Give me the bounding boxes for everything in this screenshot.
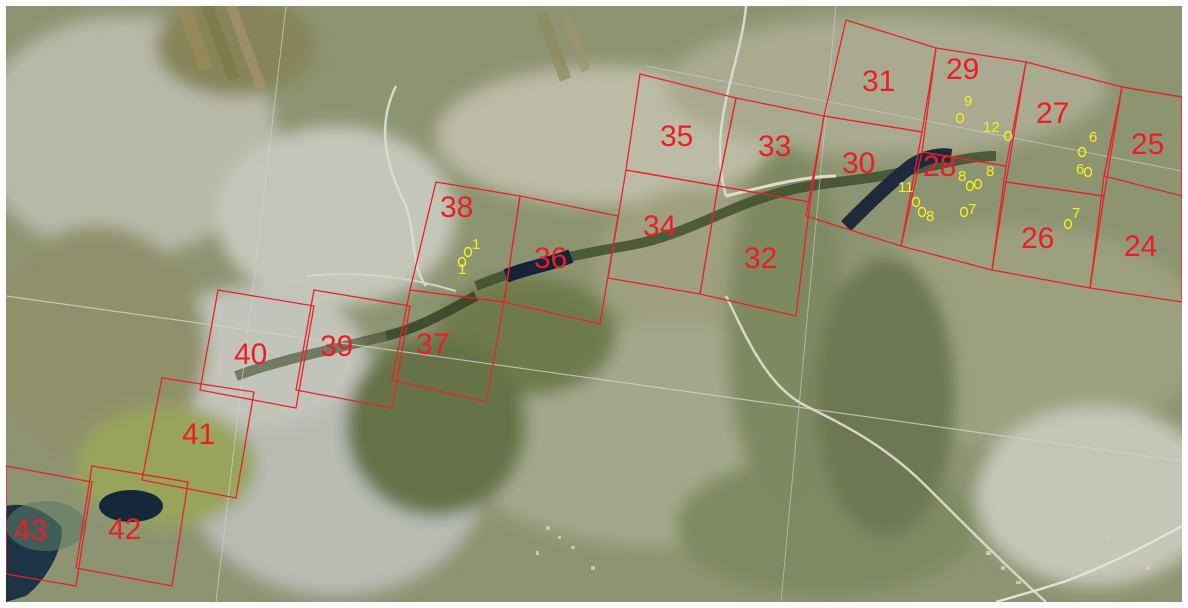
grid-cell-outline — [409, 181, 521, 303]
site-marker-label: 9 — [964, 93, 972, 110]
grid-cell-label: 41 — [182, 418, 215, 451]
site-marker: 7 — [959, 201, 976, 218]
grid-cell-40: 40 — [199, 289, 315, 409]
site-marker-circle — [959, 206, 969, 218]
grid-cell-outline — [141, 377, 255, 499]
grid-cell-label: 29 — [946, 53, 979, 86]
grid-cell-26: 26 — [991, 181, 1105, 289]
site-marker-circle — [965, 180, 975, 192]
grid-cell-outline — [1005, 61, 1123, 197]
site-marker: 1 — [463, 236, 480, 258]
grid-cell-30: 30 — [805, 115, 923, 247]
grid-cell-outline — [75, 465, 189, 587]
site-marker-circle — [1003, 130, 1013, 142]
site-marker-circle — [457, 256, 467, 268]
terrain-layer — [6, 6, 1182, 602]
site-marker-circle — [917, 206, 927, 218]
grid-cell-29: 29 — [921, 47, 1027, 167]
site-marker-circle — [1077, 146, 1087, 158]
grid-cell-35: 35 — [625, 73, 737, 187]
grid-cell-25: 25 — [1103, 86, 1182, 197]
site-marker-circle — [1063, 218, 1073, 230]
site-marker-label: 1 — [458, 261, 466, 278]
site-marker-label: 6 — [1076, 161, 1084, 178]
site-marker: 6 — [1077, 129, 1097, 158]
grid-cell-outline — [823, 19, 937, 133]
grid-cell-41: 41 — [141, 377, 255, 499]
site-marker-circle — [955, 112, 965, 124]
grid-cell-label: 30 — [842, 147, 875, 180]
site-marker: 12 — [983, 119, 1013, 142]
site-marker: 9 — [955, 93, 972, 124]
site-marker-circle — [973, 178, 983, 190]
grid-cell-label: 43 — [14, 514, 47, 547]
site-marker: 11 — [898, 179, 921, 208]
map-canvas: 2425262728293031323334353637383940414243… — [6, 6, 1182, 602]
site-marker-label: 8 — [986, 163, 994, 180]
grid-cell-39: 39 — [295, 289, 411, 409]
grid-cell-label: 27 — [1036, 97, 1069, 130]
site-marker-label: 6 — [1089, 129, 1097, 146]
site-marker-circle — [1083, 166, 1093, 178]
site-marker-label: 7 — [1072, 205, 1080, 222]
site-marker: 8 — [917, 206, 934, 225]
site-marker-label: 12 — [983, 119, 1000, 136]
site-marker-label: 11 — [898, 179, 914, 196]
grid-cell-outline — [921, 47, 1027, 167]
grid-cell-label: 37 — [416, 328, 449, 361]
grid-cell-label: 42 — [108, 513, 141, 546]
site-marker: 8 — [973, 163, 994, 190]
grid-cell-label: 39 — [320, 330, 353, 363]
grid-cell-label: 36 — [534, 242, 567, 275]
site-marker-label: 8 — [958, 168, 966, 185]
site-marker: 1 — [457, 256, 467, 278]
grid-cell-label: 26 — [1021, 222, 1054, 255]
site-marker: 8 — [958, 168, 975, 192]
site-marker-label: 8 — [926, 208, 934, 225]
grid-cell-37: 37 — [391, 289, 505, 403]
site-marker-circle — [911, 196, 921, 208]
site-marker-circle — [463, 246, 473, 258]
grid-cell-label: 32 — [744, 242, 777, 275]
grid-cell-label: 38 — [440, 191, 473, 224]
grid-cell-43: 43 — [6, 465, 93, 587]
site-marker: 6 — [1076, 161, 1093, 178]
grid-cell-31: 31 — [823, 19, 937, 133]
grid-cell-label: 34 — [643, 210, 676, 243]
grid-cell-label: 35 — [660, 120, 693, 153]
grid-cell-label: 31 — [862, 65, 895, 98]
grid-cell-outline — [625, 73, 737, 187]
grid-cell-27: 27 — [1005, 61, 1123, 197]
grid-cell-outline — [199, 289, 315, 409]
grid-cell-label: 25 — [1131, 128, 1164, 161]
site-marker: 7 — [1063, 205, 1080, 230]
grid-cell-label: 24 — [1124, 230, 1157, 263]
grid-cell-outline — [295, 289, 411, 409]
grid-cell-outline — [6, 465, 93, 587]
site-marker-label: 7 — [968, 201, 976, 218]
grid-cell-outline — [1103, 86, 1182, 197]
grid-cell-label: 33 — [758, 130, 791, 163]
grid-cell-38: 38 — [409, 181, 521, 303]
site-marker-label: 1 — [472, 236, 480, 253]
grid-cell-42: 42 — [75, 465, 189, 587]
grid-cell-label: 40 — [234, 338, 267, 371]
